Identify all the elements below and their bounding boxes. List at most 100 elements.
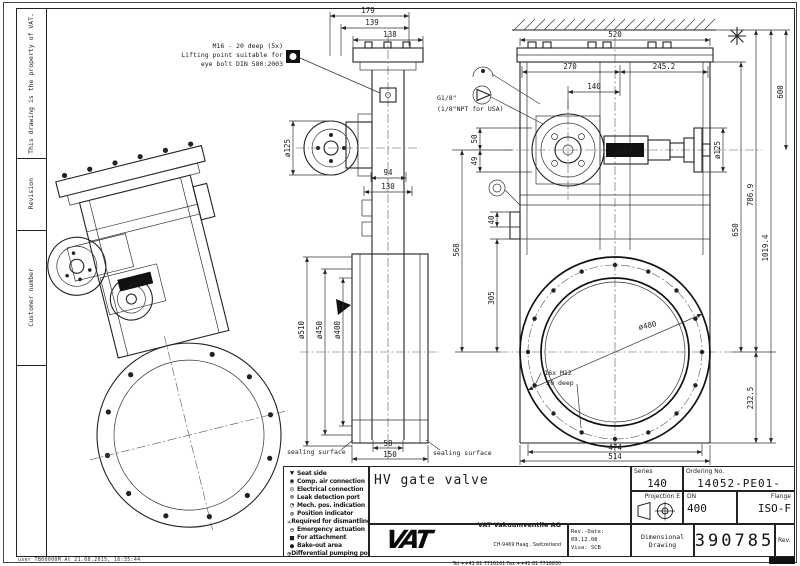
legend-item: ⊚Position indicator <box>287 509 368 518</box>
dim-150: 150 <box>383 450 397 459</box>
bakeout-icon: ● <box>289 541 295 550</box>
customer-number-box: Customer number <box>16 230 46 366</box>
legend-item: ✳Required for dismantling <box>287 517 371 526</box>
company-phone: Tel ++41 81 7716161 Fax ++41 81 7716830 <box>452 562 561 566</box>
front-view: 520 <box>437 18 790 465</box>
dismantling-icon: ✳ <box>287 517 292 526</box>
dim-1019: 1019.4 <box>761 234 770 262</box>
isometric-view: VAT <box>47 141 289 531</box>
legend-label: Emergency actuation <box>297 526 365 534</box>
g18-note: G1/8" <box>437 94 457 102</box>
rev-box: Rev. <box>775 524 795 557</box>
emergency-icon: ⊖ <box>289 525 295 534</box>
dim-650: 650 <box>731 223 740 237</box>
legend-label: Comp. air connection <box>297 477 365 485</box>
doc-type-line1: Dimensional <box>640 532 685 541</box>
dn-box: DN 400 <box>683 491 737 524</box>
flange-box: Flange ISO-F <box>737 491 795 524</box>
dim-138: 138 <box>383 30 397 39</box>
seat-side-icon: ▼ <box>289 469 295 478</box>
company-name: VAT Vakuumventile AG <box>477 521 561 529</box>
dim-600: 600 <box>776 85 785 99</box>
mech-pos-icon: ◔ <box>289 501 295 510</box>
sidebar: This drawing is the property of VAT. Rev… <box>16 8 47 557</box>
dim-50: 50 <box>470 134 479 144</box>
lifting-note: M16 - 20 deep (5x) <box>213 42 283 50</box>
svg-text:20 deep: 20 deep <box>546 379 573 387</box>
dim-49: 49 <box>470 156 479 165</box>
dim-270: 270 <box>563 62 577 71</box>
property-note-box: This drawing is the property of VAT. <box>16 8 46 159</box>
legend-label: Leak detection port <box>297 493 360 501</box>
dim-232: 232.5 <box>746 387 755 410</box>
legend-label: For attachment <box>297 534 347 542</box>
dim-139: 139 <box>365 18 379 27</box>
dim-245: 245.2 <box>653 62 676 71</box>
dim-125-right: ø125 <box>713 141 722 159</box>
legend-label: Electrical connection <box>297 485 364 493</box>
plot-stamp: user TB00000M At 21.08.2015, 16:35:44 <box>18 557 141 563</box>
legend-label: Required for dismantling <box>291 518 371 526</box>
company-box: VAT VAT Vakuumventile AG CH-9469 Haag , … <box>369 521 568 566</box>
svg-text:Lifting point suitable for: Lifting point suitable for <box>181 51 283 59</box>
electrical-icon: ◎ <box>289 485 295 494</box>
dn-value: 400 <box>687 502 707 515</box>
side-view: M16 - 20 deep (5x) Lifting point suitabl… <box>181 6 492 463</box>
legend-item: ●Bake-out area <box>287 542 368 550</box>
customer-number-label: Customer number <box>27 268 35 327</box>
drawing-title: HV gate valve <box>374 473 489 488</box>
legend-label: Bake-out area <box>297 542 342 550</box>
attachment-icon: ■ <box>289 533 295 542</box>
doc-type-box: Dimensional Drawing <box>631 524 694 557</box>
legend: ▼Seat side ◉Comp. air connection ◎Electr… <box>283 466 373 558</box>
dim-179: 179 <box>361 6 375 15</box>
vat-logo-small-front: VAT <box>617 147 634 157</box>
legend-label: Position indicator <box>297 510 354 518</box>
diff-pumping-icon: ⊕ <box>287 549 292 558</box>
comp-air-icon: ◉ <box>289 477 295 486</box>
visa: Visa: SCB <box>571 545 601 551</box>
drawing-number: 390785 <box>694 530 775 551</box>
title-box: HV gate valve <box>369 466 631 524</box>
dim-40: 40 <box>487 215 496 225</box>
sealing-surface-right: sealing surface <box>433 449 492 457</box>
dim-94: 94 <box>383 168 393 177</box>
revision-date-box: Rev.-Date: 09.12.08 Visa: SCB <box>568 524 631 557</box>
legend-item: ◉Comp. air connection <box>287 477 368 485</box>
series-value: 140 <box>647 477 667 490</box>
svg-text:(1/8"NPT for USA): (1/8"NPT for USA) <box>437 105 504 113</box>
legend-item: ▼Seat side <box>287 469 368 477</box>
legend-item: ⊗Leak detection port <box>287 493 368 501</box>
legend-item: ■For attachment <box>287 534 368 542</box>
dim-514: 514 <box>608 452 622 461</box>
projection-symbol-icon <box>637 501 675 521</box>
dim-786: 786.9 <box>746 184 755 207</box>
revision-box: Revision <box>16 158 46 231</box>
dim-480: ø480 <box>638 319 658 332</box>
legend-item: ◔Mech. pos. indication <box>287 501 368 509</box>
legend-item: ⊖Emergency actuation <box>287 526 368 534</box>
revision-label: Revision <box>27 178 35 210</box>
sealing-surface-left: sealing surface <box>287 448 346 456</box>
dim-130: 130 <box>381 182 395 191</box>
company-address: CH-9469 Haag , Switzerland <box>493 543 561 548</box>
rev-label: Rev. <box>778 537 791 544</box>
legend-label: Seat side <box>297 469 327 477</box>
dim-450: ø450 <box>315 320 324 339</box>
position-indicator-icon: ⊚ <box>289 509 295 518</box>
projection-label: Projection E <box>644 493 680 500</box>
dim-125-mid: ø125 <box>283 139 292 157</box>
dim-520: 520 <box>608 30 622 39</box>
dim-510: ø510 <box>297 320 306 339</box>
flange-value: ISO-F <box>757 502 791 515</box>
corner-stamp <box>769 557 795 564</box>
dim-400: ø400 <box>333 320 342 339</box>
svg-text:eye bolt DIN 580:2003: eye bolt DIN 580:2003 <box>201 60 283 68</box>
doc-type-line2: Drawing <box>648 540 677 549</box>
dim-474: 474 <box>608 443 622 452</box>
series-label: Series <box>634 468 653 475</box>
legend-label: Mech. pos. indication <box>297 501 365 509</box>
vat-logo: VAT <box>380 525 435 554</box>
vat-logo-small-iso: VAT <box>128 277 145 290</box>
